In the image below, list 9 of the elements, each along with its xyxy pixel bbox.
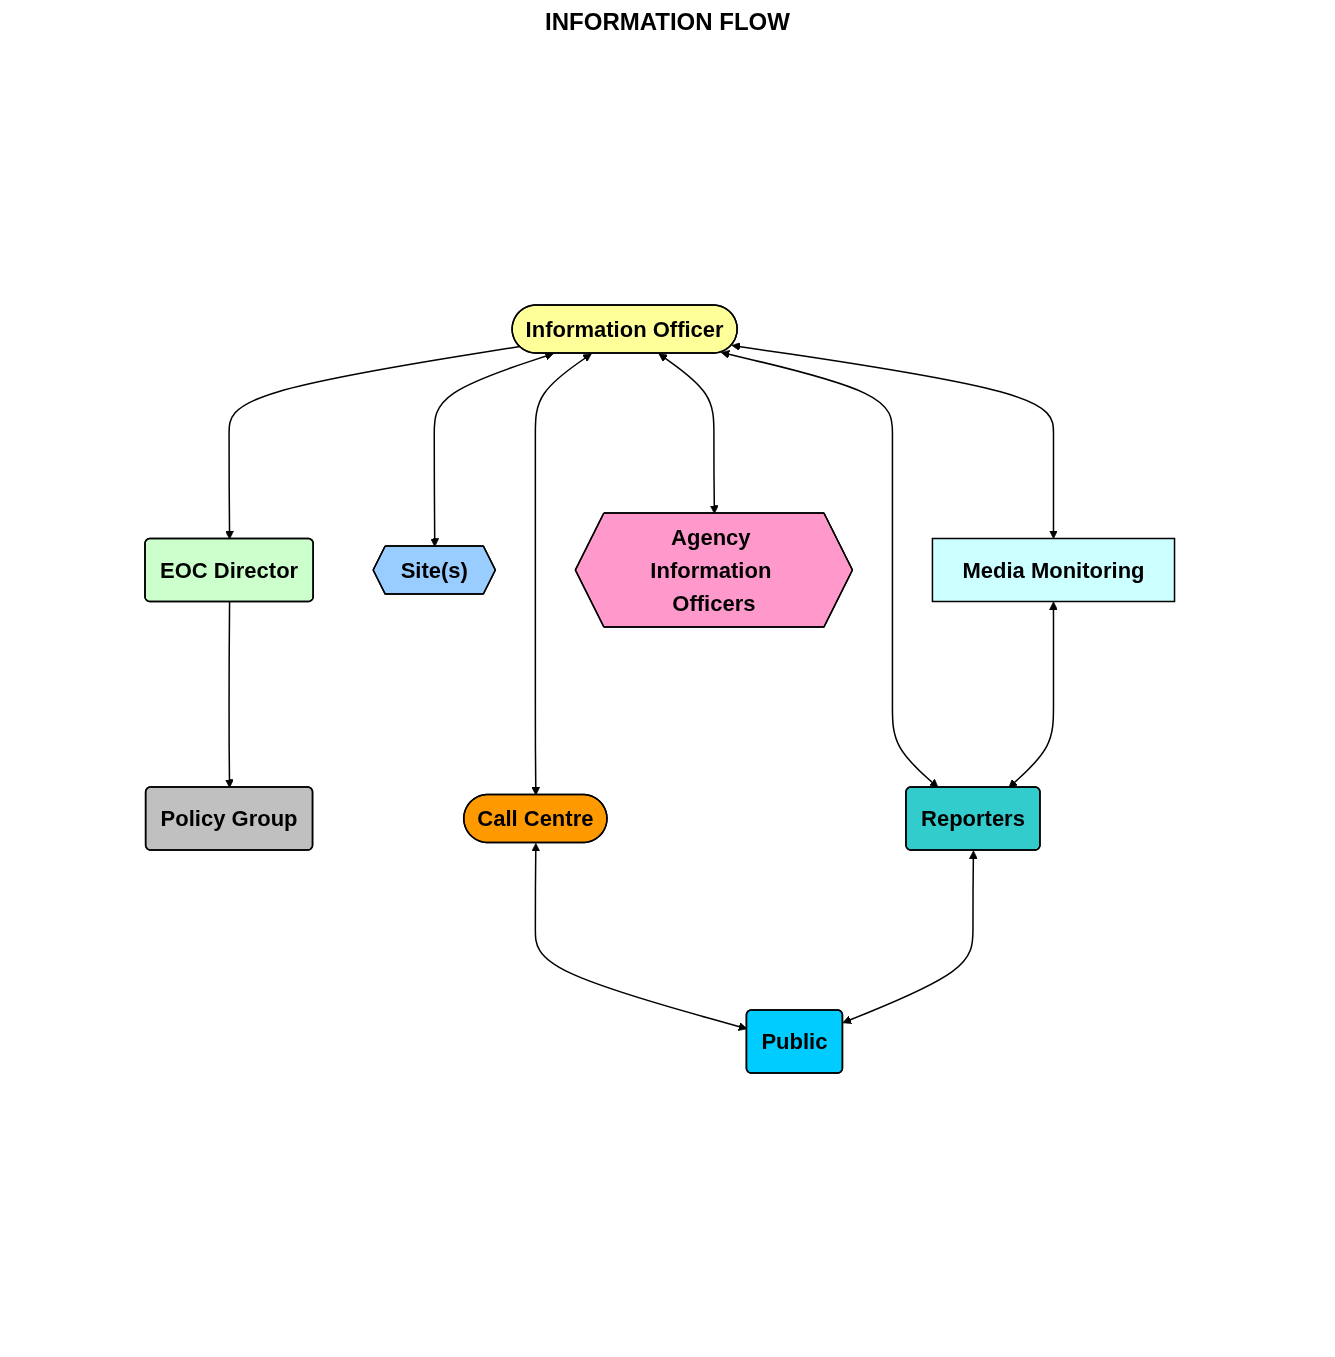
arrow bbox=[842, 850, 978, 1024]
diagram-title: INFORMATION FLOW bbox=[544, 8, 791, 36]
arrow bbox=[658, 353, 719, 514]
arrow bbox=[731, 342, 1059, 539]
node-box: Media Monitoring bbox=[931, 537, 1176, 603]
arrow bbox=[1008, 601, 1059, 788]
arrow bbox=[225, 601, 235, 788]
arrow bbox=[531, 353, 592, 796]
arrow bbox=[721, 350, 939, 788]
